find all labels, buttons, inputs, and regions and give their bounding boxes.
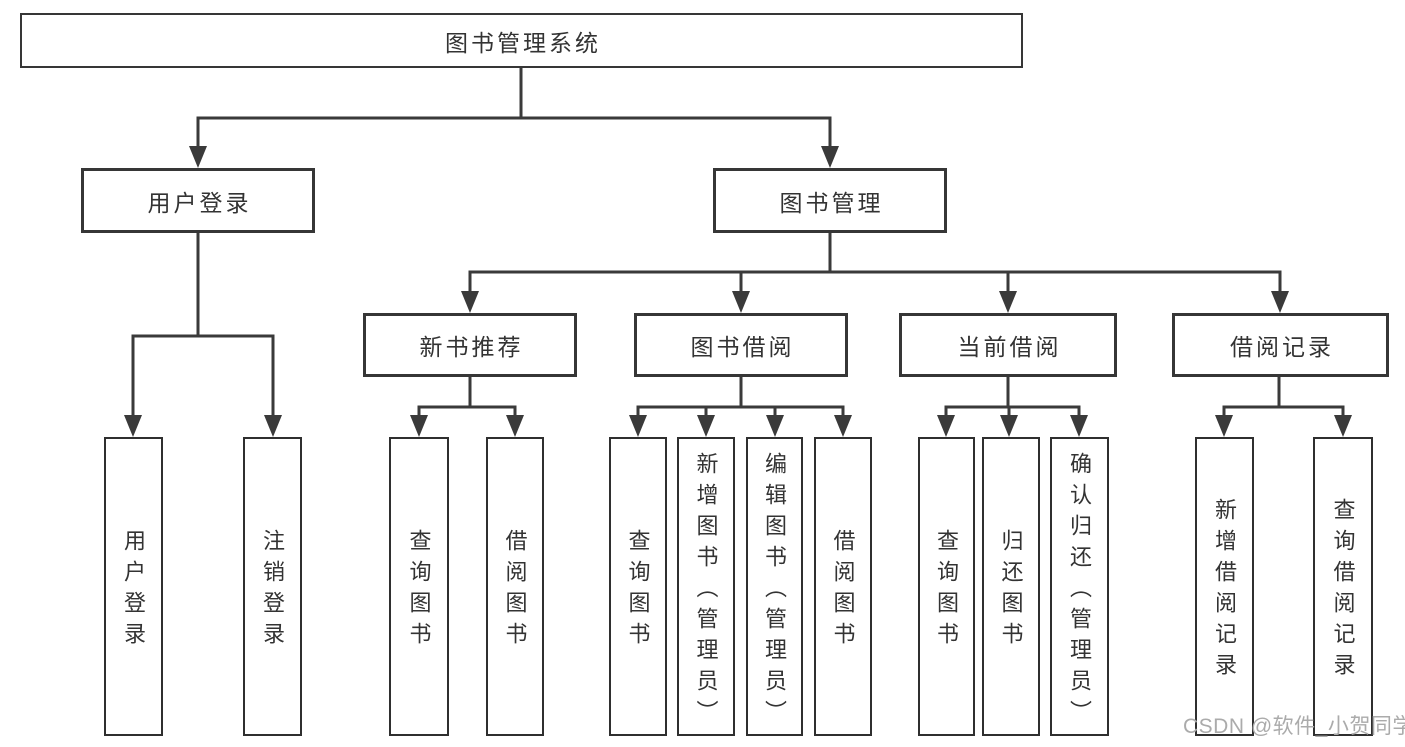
leaf-add-borrow-record-label: 新增借阅记录 [1212,498,1238,684]
node-borrow-records: 借阅记录 [1172,313,1389,377]
leaf-borrow-books-borrow: 借阅图书 [814,437,872,736]
leaf-borrow-books-recommend: 借阅图书 [486,437,544,736]
leaf-add-book-admin-label: 新增图书（管理员） [693,451,719,731]
leaf-add-borrow-record: 新增借阅记录 [1195,437,1254,736]
connector-book-management-to-level3 [461,233,1289,313]
node-current-borrow: 当前借阅 [899,313,1117,377]
leaf-query-books-recommend-label: 查询图书 [406,529,432,653]
connector-user-login-to-leaves [124,233,282,437]
leaf-borrow-books-recommend-label: 借阅图书 [502,529,528,653]
connector-root-to-level2 [189,68,839,168]
node-root: 图书管理系统 [20,13,1023,68]
leaf-return-book: 归还图书 [982,437,1040,736]
node-book-borrow: 图书借阅 [634,313,848,377]
node-book-management: 图书管理 [713,168,947,233]
leaf-query-books-recommend: 查询图书 [389,437,449,736]
leaf-query-books-current-label: 查询图书 [934,529,960,653]
leaf-edit-book-admin-label: 编辑图书（管理员） [762,451,788,731]
leaf-borrow-books-borrow-label: 借阅图书 [830,529,856,653]
connector-current-borrow-to-leaves [937,377,1088,437]
node-new-book-recommend: 新书推荐 [363,313,577,377]
leaf-query-books-borrow: 查询图书 [609,437,667,736]
leaf-confirm-return-admin-label: 确认归还（管理员） [1067,451,1093,731]
leaf-confirm-return-admin: 确认归还（管理员） [1050,437,1109,736]
connector-book-borrow-to-leaves [629,377,852,437]
leaf-add-book-admin: 新增图书（管理员） [677,437,735,736]
node-user-login: 用户登录 [81,168,315,233]
leaf-logout-label: 注销登录 [260,529,286,653]
leaf-query-borrow-record-label: 查询借阅记录 [1330,498,1356,684]
leaf-query-books-borrow-label: 查询图书 [625,529,651,653]
leaf-user-login-label: 用户登录 [121,529,147,653]
leaf-return-book-label: 归还图书 [998,529,1024,653]
leaf-edit-book-admin: 编辑图书（管理员） [746,437,803,736]
leaf-logout: 注销登录 [243,437,302,736]
csdn-watermark: CSDN @软件_小贺同学 [1183,715,1405,738]
connector-recommend-to-leaves [410,377,524,437]
leaf-query-books-current: 查询图书 [918,437,975,736]
leaf-query-borrow-record: 查询借阅记录 [1313,437,1373,736]
connector-borrow-records-to-leaves [1215,377,1352,437]
leaf-user-login: 用户登录 [104,437,163,736]
